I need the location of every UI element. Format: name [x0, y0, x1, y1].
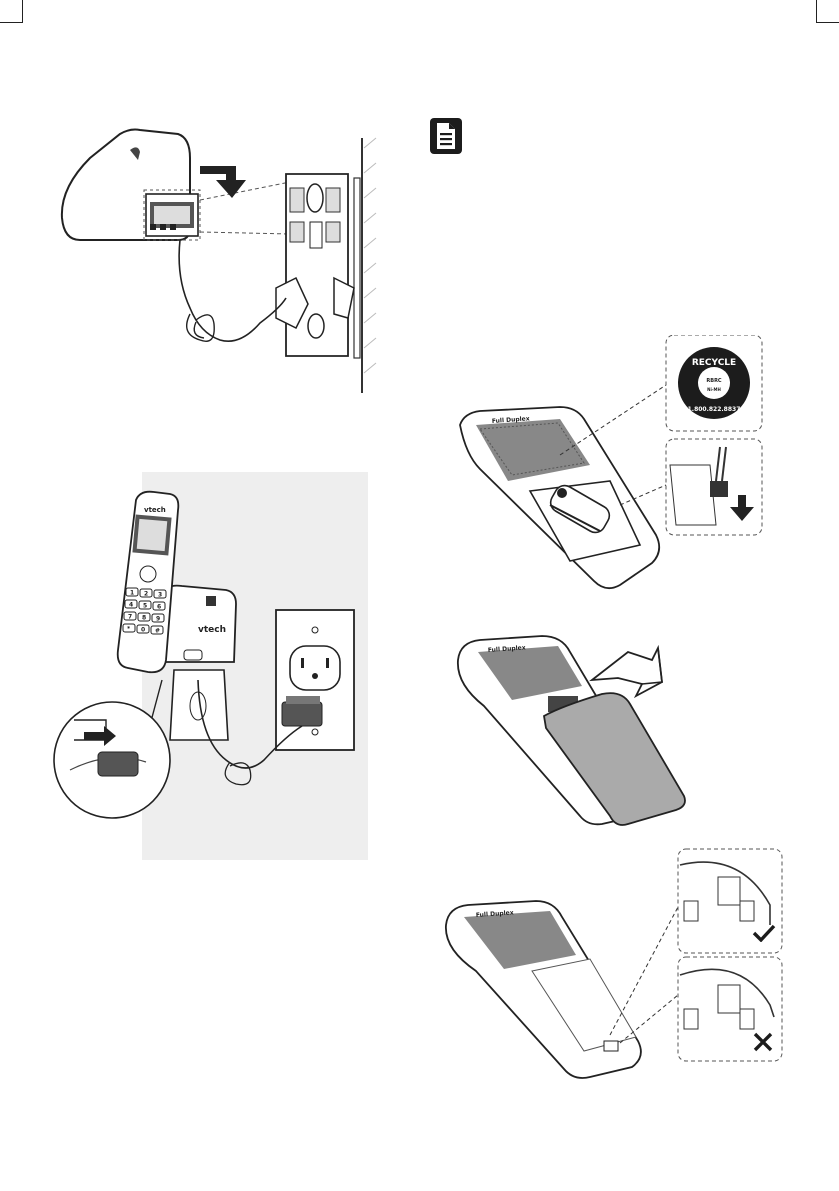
wall-mount-figure [50, 118, 390, 398]
svg-text:6: 6 [157, 604, 161, 611]
svg-text:9: 9 [156, 616, 160, 623]
battery-cover-figure: Full Duplex [452, 620, 712, 830]
svg-text:7: 7 [128, 614, 132, 621]
recycle-chem: Ni-MH [707, 387, 721, 392]
svg-text:8: 8 [142, 615, 146, 622]
svg-text:1: 1 [130, 590, 134, 597]
cover-check-figure: Full Duplex [440, 845, 790, 1085]
recycle-seal: RECYCLE RBRC Ni-MH 1.800.822.8837 [678, 347, 750, 419]
note-icon [430, 118, 462, 154]
recycle-word: RECYCLE [692, 358, 736, 368]
svg-text:3: 3 [158, 592, 162, 599]
handset-charger-figure: vtech vtech 1 2 3 4 5 6 [50, 470, 370, 862]
svg-text:0: 0 [141, 627, 145, 634]
charger-brand: vtech [198, 625, 226, 635]
svg-text:4: 4 [129, 602, 133, 609]
svg-text:2: 2 [144, 591, 148, 598]
recycle-phone: 1.800.822.8837 [688, 406, 741, 413]
cross-icon [753, 1032, 773, 1052]
check-icon [752, 924, 776, 942]
recycle-org: RBRC [706, 378, 722, 384]
crop-mark-top-left [0, 0, 23, 23]
crop-mark-top-right [816, 0, 839, 23]
svg-text:5: 5 [143, 603, 147, 610]
battery-install-figure: Full Duplex RECYCLE RBRC Ni-MH 1.800.822… [420, 335, 780, 595]
handset-brand: vtech [144, 506, 166, 514]
svg-text:#: # [155, 628, 160, 635]
